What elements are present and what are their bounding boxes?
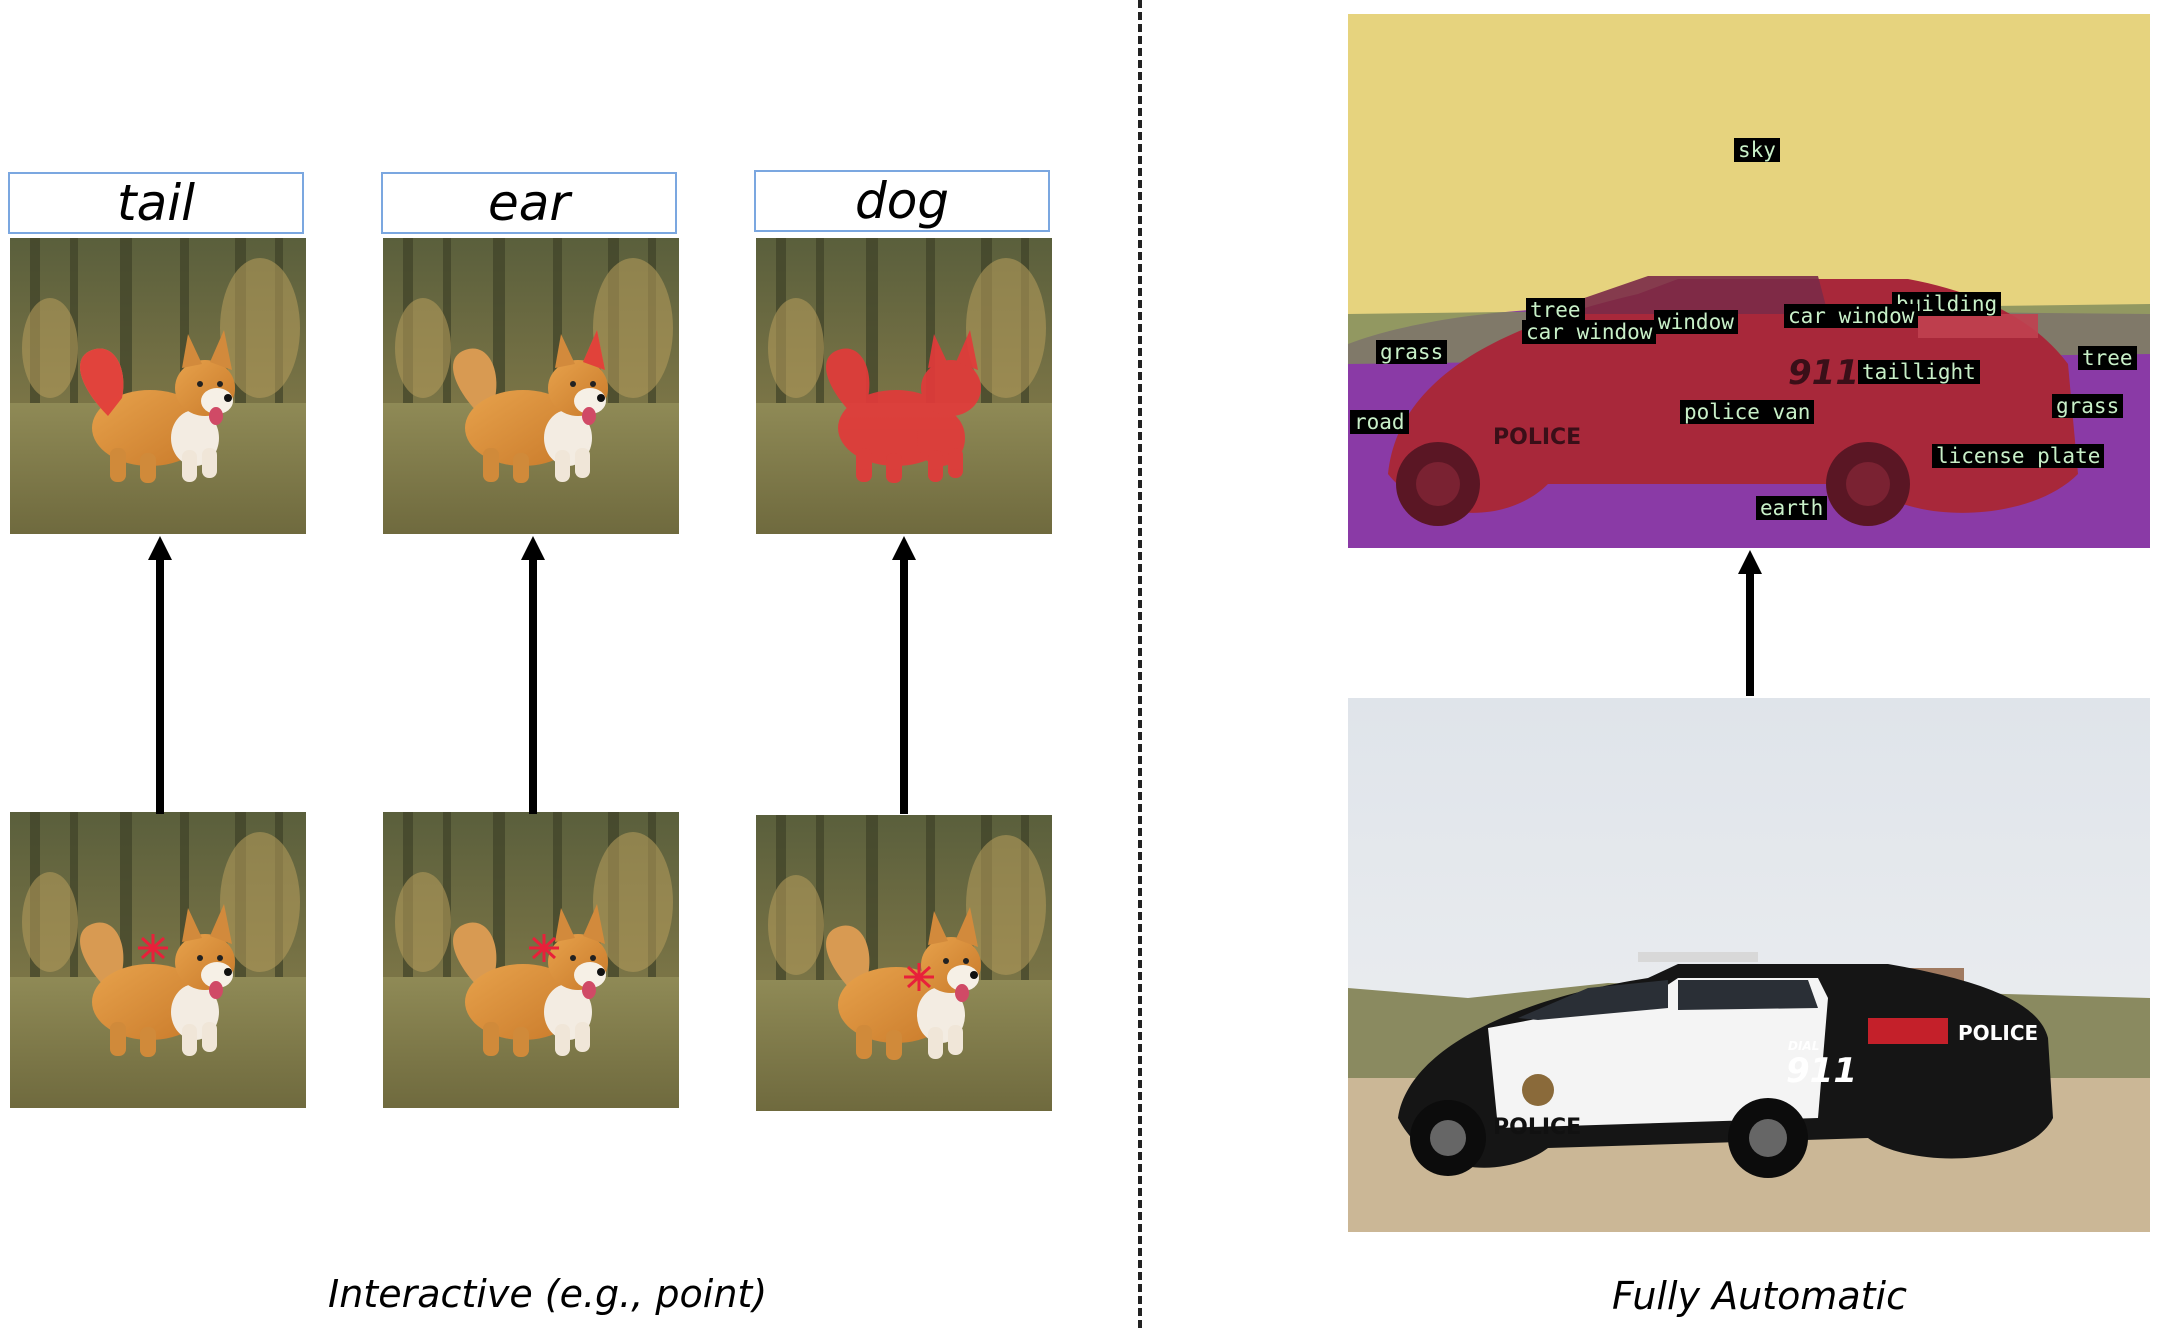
seg-label-car-window-left: car window bbox=[1522, 320, 1657, 344]
seg-label-window: window bbox=[1654, 310, 1738, 334]
dog-mask bbox=[826, 330, 981, 483]
prompt-label-tail: tail bbox=[116, 174, 196, 232]
caption-automatic: Fully Automatic bbox=[1612, 1274, 1907, 1318]
seg-label-car-window-right: car window bbox=[1784, 304, 1919, 328]
output-image-dog bbox=[756, 238, 1052, 534]
car-photo-text-police-rear: POLICE bbox=[1958, 1021, 2038, 1045]
seg-label-sky: sky bbox=[1734, 138, 1780, 162]
seg-label-grass-left: grass bbox=[1376, 340, 1448, 364]
section-divider bbox=[1138, 0, 1142, 1328]
prompt-box-ear: ear bbox=[381, 172, 677, 234]
car-text-police: POLICE bbox=[1493, 425, 1581, 450]
seg-label-grass-right: grass bbox=[2052, 394, 2124, 418]
point-prompt-icon bbox=[138, 934, 168, 962]
seg-label-taillight: taillight bbox=[1858, 360, 1980, 384]
seg-label-tree-right: tree bbox=[2078, 346, 2137, 370]
output-image-ear bbox=[383, 238, 679, 534]
car-photo-text-911: 911 bbox=[1786, 1051, 1857, 1091]
caption-interactive: Interactive (e.g., point) bbox=[328, 1272, 768, 1316]
point-prompt-icon bbox=[529, 934, 559, 962]
seg-label-license-plate: license plate bbox=[1932, 444, 2105, 468]
segmentation-output-image: POLICE 911 sky building tree car window … bbox=[1348, 14, 2150, 548]
arrow-up-icon bbox=[148, 536, 172, 814]
arrow-up-icon bbox=[521, 536, 545, 814]
input-image-tail bbox=[10, 812, 306, 1108]
arrow-up-icon bbox=[892, 536, 916, 814]
seg-label-earth: earth bbox=[1756, 496, 1828, 520]
tail-mask bbox=[80, 348, 124, 416]
arrow-up-icon bbox=[1738, 550, 1762, 696]
seg-label-police-van: police van bbox=[1680, 400, 1815, 424]
prompt-label-dog: dog bbox=[854, 172, 950, 230]
output-image-tail bbox=[10, 238, 306, 534]
car-photo-text-police: POLICE bbox=[1493, 1115, 1581, 1140]
car-input-image: POLICE DIAL 911 POLICE bbox=[1348, 698, 2150, 1232]
input-image-dog bbox=[756, 815, 1052, 1111]
seg-label-tree-left: tree bbox=[1526, 298, 1585, 322]
prompt-box-dog: dog bbox=[754, 170, 1050, 232]
point-prompt-icon bbox=[904, 963, 934, 991]
car-photo-text-dial: DIAL bbox=[1788, 1039, 1819, 1053]
seg-label-road: road bbox=[1350, 410, 1409, 434]
car-text-911: 911 bbox=[1788, 353, 1859, 393]
ear-mask bbox=[583, 330, 605, 370]
prompt-box-tail: tail bbox=[8, 172, 304, 234]
input-image-ear bbox=[383, 812, 679, 1108]
prompt-label-ear: ear bbox=[488, 174, 570, 232]
